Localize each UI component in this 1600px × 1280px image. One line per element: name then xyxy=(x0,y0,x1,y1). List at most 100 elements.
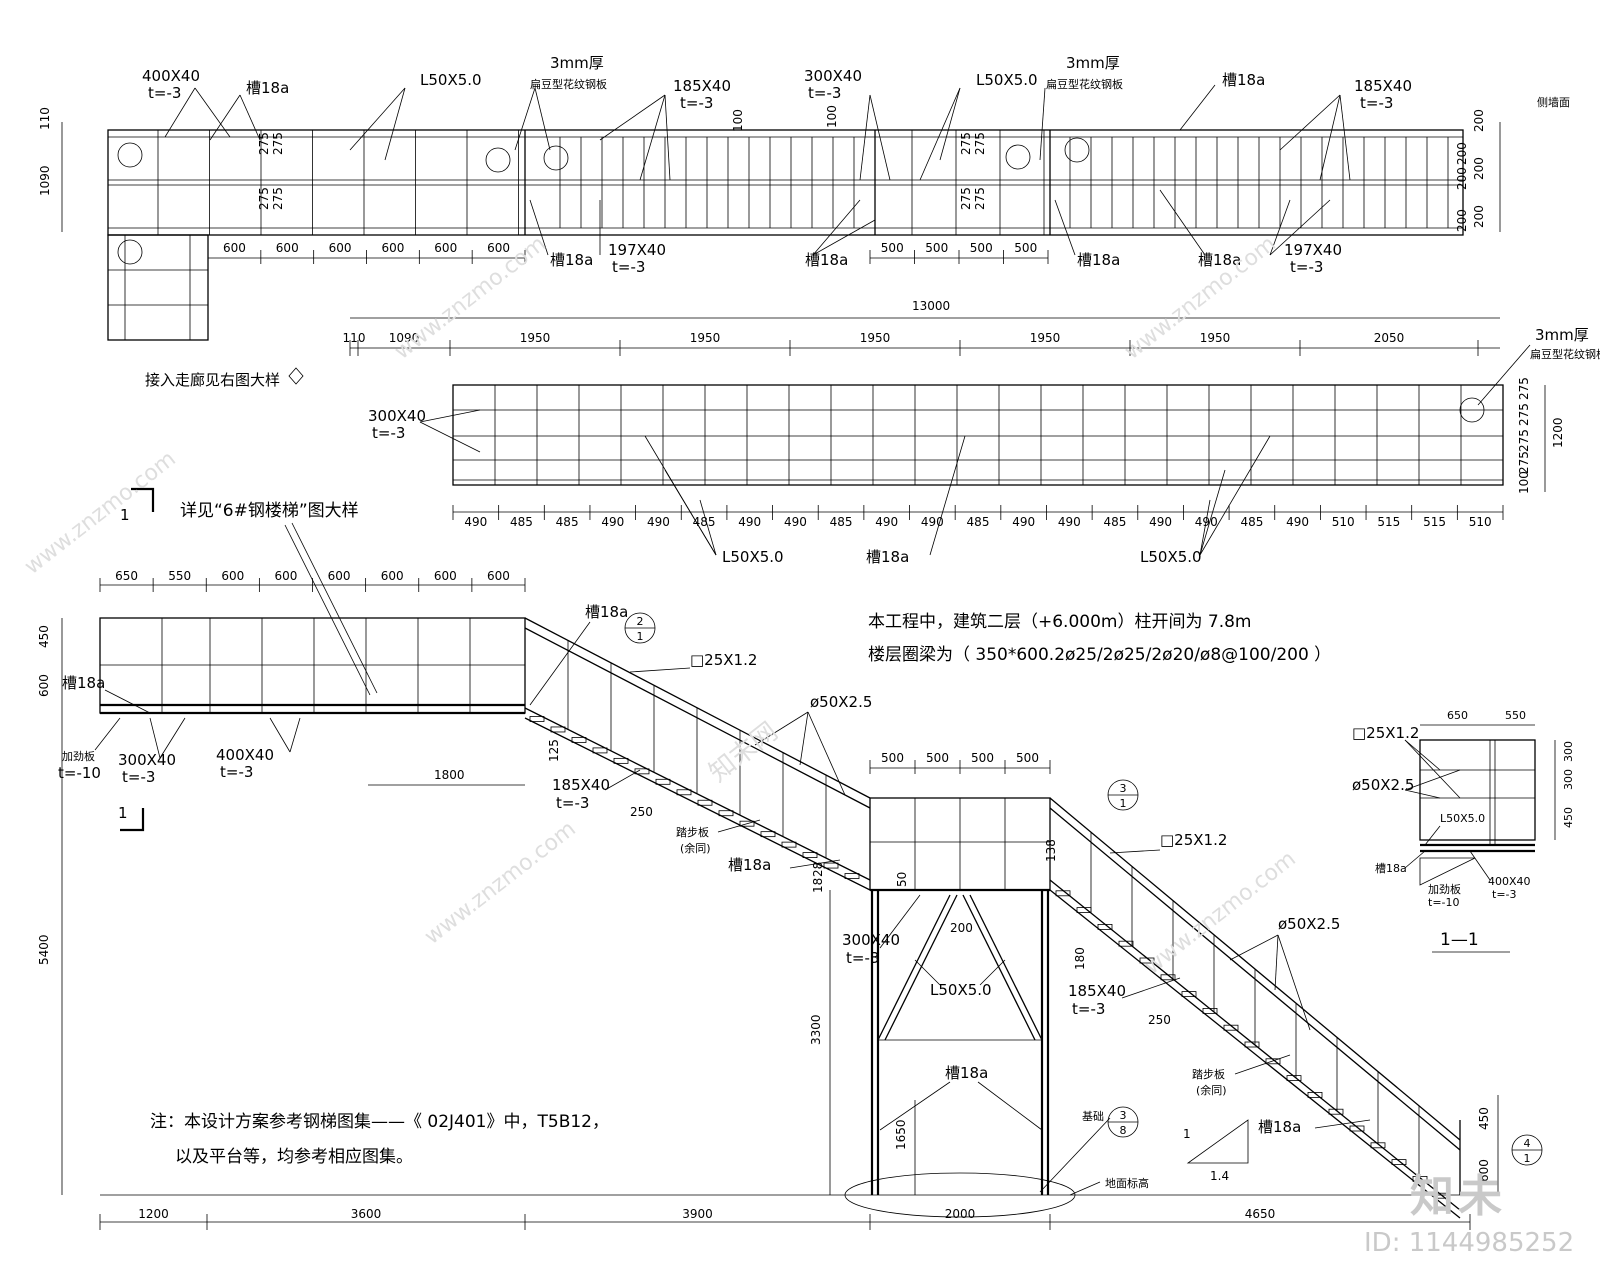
image-id: ID: 1144985252 xyxy=(1364,1228,1575,1258)
f1-label-185x40: 185X40 xyxy=(552,776,610,794)
f2-dim-450: 450 xyxy=(1477,1107,1491,1130)
flight2-tread xyxy=(1181,991,1197,997)
pt-bot-dims-left-text-0: 600 xyxy=(223,241,246,255)
flight1-tread xyxy=(529,716,545,722)
slope-triangle xyxy=(1186,1119,1249,1164)
el-label-300x40: 300X40 xyxy=(118,751,176,769)
el-dim-1800: 1800 xyxy=(434,768,465,782)
pt-bot-dims-left-text-3: 600 xyxy=(381,241,404,255)
s11-dim-550: 550 xyxy=(1505,709,1526,722)
flight2-tread xyxy=(1370,1142,1386,1149)
flight1-tread xyxy=(676,789,692,796)
f2-label-185x40: 185X40 xyxy=(1068,982,1126,1000)
f2-label-185-t3: t=-3 xyxy=(1072,1000,1105,1018)
pt-inner-dim-1: 275 xyxy=(257,132,271,155)
detail-callout-number: 3 xyxy=(1120,1109,1127,1122)
pm-bot-dims-text-6: 490 xyxy=(738,515,761,529)
flight2-tread xyxy=(1412,1176,1428,1182)
pt-bot-dims-left-text-1: 600 xyxy=(276,241,299,255)
f1-dim-250: 250 xyxy=(630,805,653,819)
el-top-dims-text-4: 600 xyxy=(328,569,351,583)
flight2-tread xyxy=(1433,1192,1449,1199)
pt-bot-c18a-2: 槽18a xyxy=(805,251,848,269)
f1-label-square-tube: □25X1.2 xyxy=(690,651,757,669)
s11-label-t10: t=-10 xyxy=(1428,896,1460,909)
detail-callout-sheet: 1 xyxy=(1120,797,1127,810)
pm-rdim-5: 100 xyxy=(1517,471,1531,494)
pt-label-185x40-b: 185X40 xyxy=(1354,77,1412,95)
f1-label-185-t3: t=-3 xyxy=(556,794,589,812)
detail-callout-number: 4 xyxy=(1524,1137,1531,1150)
stair-flight-1 xyxy=(524,617,871,891)
pt-rdim-4: 200 xyxy=(1455,142,1469,165)
pm-bot-dims-text-15: 490 xyxy=(1149,515,1172,529)
pt-inner-dim-2: 275 xyxy=(271,132,285,155)
pt-rdim-1: 200 xyxy=(1472,109,1486,132)
el-top-dims-text-2: 600 xyxy=(221,569,244,583)
flight2-tread xyxy=(1244,1041,1260,1048)
flight2-tread xyxy=(1097,924,1113,930)
s11-label-pipe: ø50X2.5 xyxy=(1352,776,1414,794)
f2-label-pipe: ø50X2.5 xyxy=(1278,915,1340,933)
el-top-dims-text-7: 600 xyxy=(487,569,510,583)
pt-mid-mark-2: 100 xyxy=(825,105,839,128)
pt-inner-dim-4: 275 xyxy=(271,187,285,210)
detail-callout-number: 3 xyxy=(1120,782,1127,795)
el-label-400x40: 400X40 xyxy=(216,746,274,764)
flight1-tread xyxy=(823,862,839,869)
el-ldim-600: 600 xyxy=(37,674,51,697)
land-dim-3300: 3300 xyxy=(809,1014,823,1045)
pm-bot-dims-text-12: 490 xyxy=(1012,515,1035,529)
pt-note: 接入走廊见右图大样 xyxy=(145,371,280,389)
flight2-tread xyxy=(1202,1008,1218,1014)
s11-label-l50: L50X5.0 xyxy=(1440,812,1485,825)
el-bot-dim-1: 3600 xyxy=(351,1207,382,1221)
flight1-tread xyxy=(697,799,713,806)
land-label-t3: t=-3 xyxy=(846,949,879,967)
flight2-tread xyxy=(1055,890,1071,897)
pm-rdim-2: 275 xyxy=(1517,403,1531,426)
el-top-dims-text-6: 600 xyxy=(434,569,457,583)
pm-bot-dims-text-18: 490 xyxy=(1286,515,1309,529)
pm-top-dim-6: 1950 xyxy=(1200,331,1231,345)
pm-frame xyxy=(452,384,1504,486)
design-note-2: 以及平台等，均参考相应图集。 xyxy=(175,1147,413,1167)
el-label-stiffener: 加劲板 xyxy=(62,749,95,763)
flight1-tread xyxy=(550,726,566,733)
project-note-1: 本工程中，建筑二层（+6.000m）柱开间为 7.8m xyxy=(868,612,1251,632)
flight2-tread xyxy=(1076,907,1092,913)
s11-label-c18a: 槽18a xyxy=(1375,862,1407,875)
project-note-2: 楼层圈梁为（ 350*600.2ø25/2ø25/2ø20/ø8@100/200… xyxy=(868,645,1331,665)
flight1-tread xyxy=(802,852,818,858)
pt-label-l50-b: L50X5.0 xyxy=(976,71,1038,89)
pt-label-l50: L50X5.0 xyxy=(420,71,482,89)
flight1-tread xyxy=(760,831,776,838)
pt-bot-dims-left-text-4: 600 xyxy=(434,241,457,255)
pm-bot-dims-text-14: 485 xyxy=(1104,515,1127,529)
s11-dim-650: 650 xyxy=(1447,709,1468,722)
pt-bot-dims-mid-text-1: 500 xyxy=(925,241,948,255)
el-ldim-5400: 5400 xyxy=(37,934,51,965)
el-land-dims-text-1: 500 xyxy=(926,751,949,765)
section-mark-top xyxy=(131,487,155,512)
section-mark-label: 1 xyxy=(120,506,130,524)
f2-label-tread-same: (余同) xyxy=(1196,1083,1227,1097)
flight1-tread xyxy=(739,820,755,827)
pt-bot-197-t3-b: t=-3 xyxy=(1290,258,1323,276)
pm-bot-dims-text-8: 485 xyxy=(830,515,853,529)
pt-bot-c18a-3: 槽18a xyxy=(1077,251,1120,269)
section-mark-label-b: 1 xyxy=(118,804,128,822)
flight1-tread xyxy=(718,810,734,817)
f2-label-c18a: 槽18a xyxy=(1258,1118,1301,1136)
pt-label-3mm: 3mm厚 xyxy=(550,54,604,72)
land-dim-200: 200 xyxy=(950,921,973,935)
pt-bot-dims-mid-text-3: 500 xyxy=(1014,241,1037,255)
detail-callout-sheet: 8 xyxy=(1120,1124,1127,1137)
f1-dim-18: 18 xyxy=(811,878,825,893)
el-top-dims-text-0: 650 xyxy=(115,569,138,583)
el-land-dims-text-3: 500 xyxy=(1016,751,1039,765)
f1-label-c18a: 槽18a xyxy=(585,603,628,621)
f2-dim-600: 600 xyxy=(1477,1159,1491,1182)
flight1-tread xyxy=(655,778,671,785)
